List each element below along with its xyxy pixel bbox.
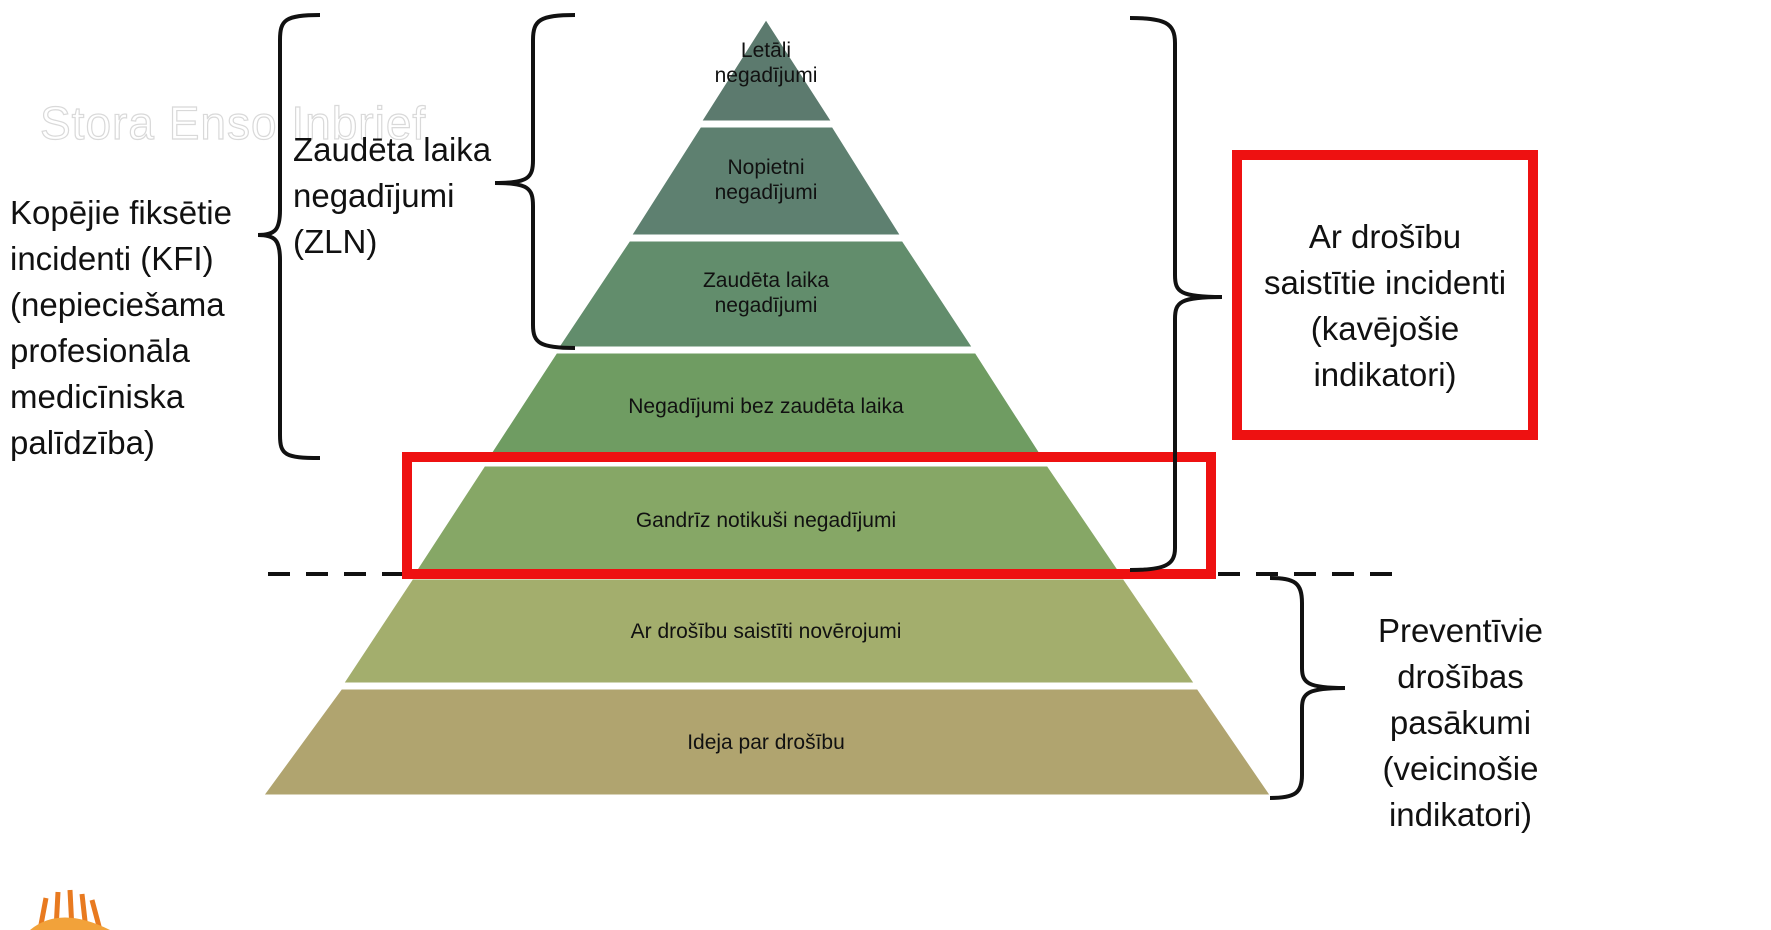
lagging-indicators-annotation: Ar drošību saistītie incidenti (kavējoši… (1263, 218, 1507, 393)
level-1-band (697, 15, 836, 124)
level-2-band (627, 124, 905, 238)
level-2-label: Nopietni negadījumi (714, 156, 818, 204)
level-5-label: Gandrīz notikuši negadījumi (635, 509, 897, 532)
watermark-text: Stora Enso Inbrief (39, 96, 427, 149)
zln-annotation: Zaudēta laika negadījumi (ZLN) (293, 131, 492, 260)
level-1-label: Letāli negadījumi (714, 39, 818, 87)
level-7-label: Ideja par drošību (687, 731, 845, 754)
preventive-bracket (1269, 576, 1346, 800)
lagging-indicators-highlight-box (1232, 150, 1538, 440)
zln-bracket (494, 13, 576, 350)
level-3-label: Zaudēta laika negadījumi (702, 269, 830, 317)
incidents-bracket (1129, 16, 1223, 572)
logo-sun-icon (30, 889, 110, 930)
kfi-annotation: Kopējie fiksētie incidenti (KFI) (nepiec… (10, 194, 232, 461)
level-6-label: Ar drošību saistīti novērojumi (630, 620, 902, 643)
leading-indicators-annotation: Preventīvie drošības pasākumi (veicinoši… (1377, 612, 1544, 833)
level-4-label: Negadījumi bez zaudēta laika (628, 395, 904, 418)
kfi-bracket (257, 13, 321, 460)
near-miss-highlight-box (402, 452, 1216, 579)
level-3-band (554, 238, 977, 350)
